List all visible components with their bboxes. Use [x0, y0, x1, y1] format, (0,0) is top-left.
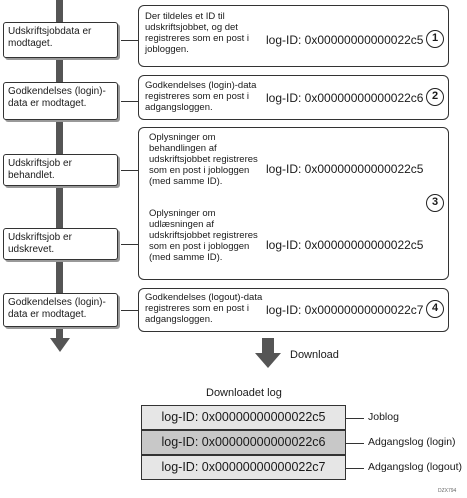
log-table-row: log-ID: 0x00000000000022c5 [141, 405, 346, 430]
log-table-row: log-ID: 0x00000000000022c7 [141, 455, 346, 480]
row-connector-1 [346, 418, 364, 419]
event-logout-received: Godkendelses (login)-data er modtaget. [3, 293, 118, 327]
callout-3-logid-a: log-ID: 0x00000000000022c5 [266, 162, 424, 176]
event-jobdata-received: Udskriftsjobdata er modtaget. [3, 22, 118, 58]
download-arrow-shaft [262, 338, 274, 354]
row-label-access-logout: Adgangslog (logout) [368, 461, 462, 473]
callout-1-logid: log-ID: 0x00000000000022c5 [266, 33, 424, 47]
callout-4: Godkendelses (logout)-data registreres s… [138, 288, 449, 332]
row-label-joblog: Joblog [368, 411, 399, 423]
row-label-access-login: Adgangslog (login) [368, 436, 456, 448]
callout-2-logid: log-ID: 0x00000000000022c6 [266, 91, 424, 105]
connector-1 [121, 40, 138, 41]
timeline-arrowhead [50, 338, 70, 352]
callout-3-description-a: Oplysninger om behandlingen af udskrifts… [149, 132, 258, 187]
download-arrowhead [255, 353, 281, 368]
callout-3-description-b: Oplysninger om udlæsningen af udskriftsj… [149, 208, 258, 263]
log-table-row: log-ID: 0x00000000000022c6 [141, 430, 346, 455]
callout-3: Oplysninger om behandlingen af udskrifts… [138, 127, 449, 280]
figure-code: DZX794 [438, 488, 457, 494]
callout-4-logid: log-ID: 0x00000000000022c7 [266, 303, 424, 317]
connector-2 [121, 101, 138, 102]
row-connector-2 [346, 443, 364, 444]
event-job-printed: Udskriftsjob er udskrevet. [3, 228, 118, 260]
callout-2-description: Godkendelses (login)-data registreres so… [145, 80, 257, 113]
callout-3-number: 3 [426, 194, 444, 212]
connector-4 [121, 310, 138, 311]
callout-2-number: 2 [426, 88, 444, 106]
callout-3-logid-b: log-ID: 0x00000000000022c5 [266, 238, 424, 252]
connector-3b [121, 244, 138, 245]
event-login-received: Godkendelses (login)-data er modtaget. [3, 82, 118, 120]
callout-1-number: 1 [426, 30, 444, 48]
connector-3a [121, 170, 138, 171]
callout-2: Godkendelses (login)-data registreres so… [138, 75, 449, 120]
callout-1-description: Der tildeles et ID til udskriftsjobbet, … [145, 11, 250, 55]
callout-4-number: 4 [426, 300, 444, 318]
row-connector-3 [346, 468, 364, 469]
callout-4-description: Godkendelses (logout)-data registreres s… [145, 292, 263, 325]
download-label: Download [290, 349, 339, 361]
downloaded-log-title: Downloadet log [206, 387, 282, 399]
callout-1: Der tildeles et ID til udskriftsjobbet, … [138, 5, 449, 67]
event-job-processed: Udskriftsjob er behandlet. [3, 154, 118, 186]
